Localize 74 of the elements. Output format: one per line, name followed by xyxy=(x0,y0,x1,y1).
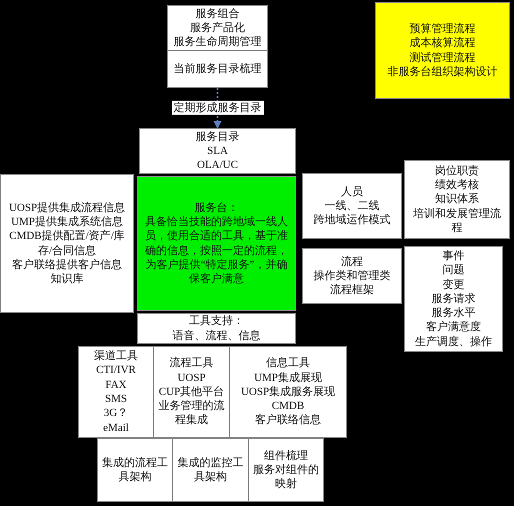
box-text: CMDB xyxy=(272,399,304,414)
box-text: 当前服务目录梳理 xyxy=(174,62,262,76)
box-text: 语音、流程、信息 xyxy=(172,328,260,343)
box-text: 生产调度、操作 xyxy=(415,334,492,350)
box-text: eMail xyxy=(103,420,129,435)
box-text: 组件梳理 xyxy=(264,448,308,463)
box-text: OLA/UC xyxy=(197,158,238,172)
tool-box xyxy=(172,438,249,502)
box-text: 信息工具 xyxy=(266,356,310,371)
box-text: 流程工具 xyxy=(170,356,214,371)
box-text: UOSP xyxy=(177,370,206,385)
box-text: 测试管理流程 xyxy=(410,50,476,65)
tool-box xyxy=(78,346,154,438)
tool-box xyxy=(248,438,324,502)
box-text: 集成的监控工具架构 xyxy=(176,456,244,484)
box-text: CUP其他平台 xyxy=(158,384,224,400)
box-text: 知识体系 xyxy=(435,192,479,207)
info-box xyxy=(0,174,134,313)
box-text: 绩效考核 xyxy=(435,178,479,192)
box-text: 岗位职责 xyxy=(435,164,479,178)
box-text: 人员 xyxy=(341,184,363,199)
box-text: 培训和发展管理流程 xyxy=(412,206,502,236)
box-text: 客户满意度 xyxy=(426,320,481,335)
tool-box xyxy=(97,438,173,502)
people-box xyxy=(302,173,402,239)
role-box xyxy=(404,160,510,239)
box-text: 问题 xyxy=(442,263,464,278)
box-text: 服务请求 xyxy=(432,292,476,306)
box-text: 3G？ xyxy=(104,406,128,421)
box-text: 服务生命周期管理 xyxy=(174,35,262,50)
box-text: UOSP集成服务展现 xyxy=(240,384,336,400)
box-text: 知识库 xyxy=(50,272,84,286)
box-text: SMS xyxy=(104,392,128,406)
box-text: 非服务台组织架构设计 xyxy=(388,64,498,80)
box-text: 客户联络信息 xyxy=(255,413,321,428)
box-text: 业务管理的流程集成 xyxy=(158,399,226,428)
catalog-box xyxy=(139,128,296,174)
tool-box xyxy=(229,346,347,438)
box-text: 具备恰当技能的跨地域一线人员，使用合适的工具，基于准确的信息，按照一定的流程，为客户提供“特定服务”，并确保客户满意 xyxy=(144,214,289,286)
box-text: 服务对组件的映射 xyxy=(252,462,320,492)
service-box xyxy=(167,50,268,88)
box-text: 变更 xyxy=(442,278,464,292)
box-text: CTI/IVR xyxy=(96,363,136,378)
box-text: 流程 xyxy=(341,254,363,269)
box-text: UOSP提供集成流程信息 xyxy=(8,200,126,215)
box-text: 集成的流程工具架构 xyxy=(101,456,169,484)
box-text: 服务台： xyxy=(194,200,238,215)
box-text: 操作类和管理类 xyxy=(314,268,390,284)
process-box xyxy=(404,246,503,352)
box-text: 事件 xyxy=(442,248,464,264)
box-text: 服务目录 xyxy=(196,130,240,144)
box-text: FAX xyxy=(105,378,127,392)
process-box xyxy=(302,248,402,304)
tool-box xyxy=(153,346,230,438)
box-text: 客户联络提供客户信息 xyxy=(12,258,122,272)
service-box xyxy=(167,5,268,51)
edge-label: 定期形成服务目录 xyxy=(172,100,264,116)
box-text: 预算管理流程 xyxy=(410,22,476,36)
box-text: 服务组合 xyxy=(196,6,240,21)
box-text: UMP提供集成系统信息 xyxy=(11,214,123,230)
box-text: 跨地域运作模式 xyxy=(314,213,390,228)
box-text: 一线、二线 xyxy=(324,198,380,214)
tool-box xyxy=(137,313,296,344)
service-desk-box xyxy=(137,176,296,311)
box-text: 服务产品化 xyxy=(190,20,245,36)
box-text: 渠道工具 xyxy=(94,349,138,364)
box-text: 服务水平 xyxy=(432,306,476,320)
process-box xyxy=(375,2,510,99)
box-text: 成本核算流程 xyxy=(410,36,476,50)
box-text: SLA xyxy=(207,144,228,158)
box-text: CMDB提供配置/资产/库存/合同信息 xyxy=(8,229,126,258)
box-text: 工具支持： xyxy=(189,314,244,328)
box-text: UMP集成展现 xyxy=(254,370,322,385)
box-text: 流程框架 xyxy=(330,283,374,298)
